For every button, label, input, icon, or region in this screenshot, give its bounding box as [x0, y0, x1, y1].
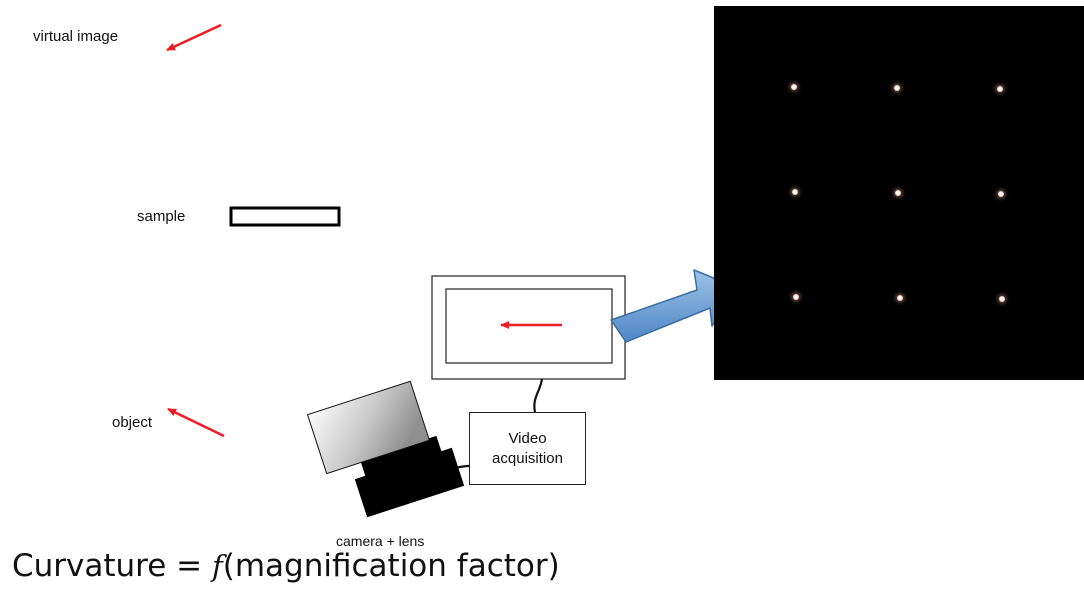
virtual-image-label: virtual image: [33, 28, 119, 45]
monitor-cable: [533, 378, 544, 413]
video-acquisition-box: Video acquisition: [469, 412, 586, 485]
formula-equals: =: [166, 548, 213, 584]
spot-dot: [997, 86, 1003, 92]
camera-body: [306, 380, 431, 475]
camera-label: camera + lens: [336, 533, 425, 549]
object-arrow: [167, 407, 225, 438]
spot-dot: [792, 189, 798, 195]
spot-dot: [998, 191, 1004, 197]
sample-rect: [229, 206, 341, 227]
video-acquisition-line2: acquisition: [492, 449, 563, 467]
spot-dot: [793, 294, 799, 300]
curvature-formula: Curvature = f(magnification factor): [12, 548, 560, 584]
spot-dot: [897, 295, 903, 301]
object-label: object: [112, 414, 153, 431]
formula-argument: (magnification factor): [222, 548, 560, 584]
formula-function: f: [212, 549, 223, 583]
spot-dot: [791, 84, 797, 90]
formula-left: Curvature: [12, 548, 167, 584]
spot-dot: [895, 190, 901, 196]
virtual-image-arrow: [166, 23, 222, 52]
sample-label: sample: [137, 208, 186, 225]
spot-dot: [999, 296, 1005, 302]
camera-mount: [360, 435, 443, 480]
captured-image: [714, 6, 1084, 380]
camera-lens: [354, 447, 465, 518]
video-acquisition-line1: Video: [508, 429, 547, 447]
spot-dot: [894, 85, 900, 91]
